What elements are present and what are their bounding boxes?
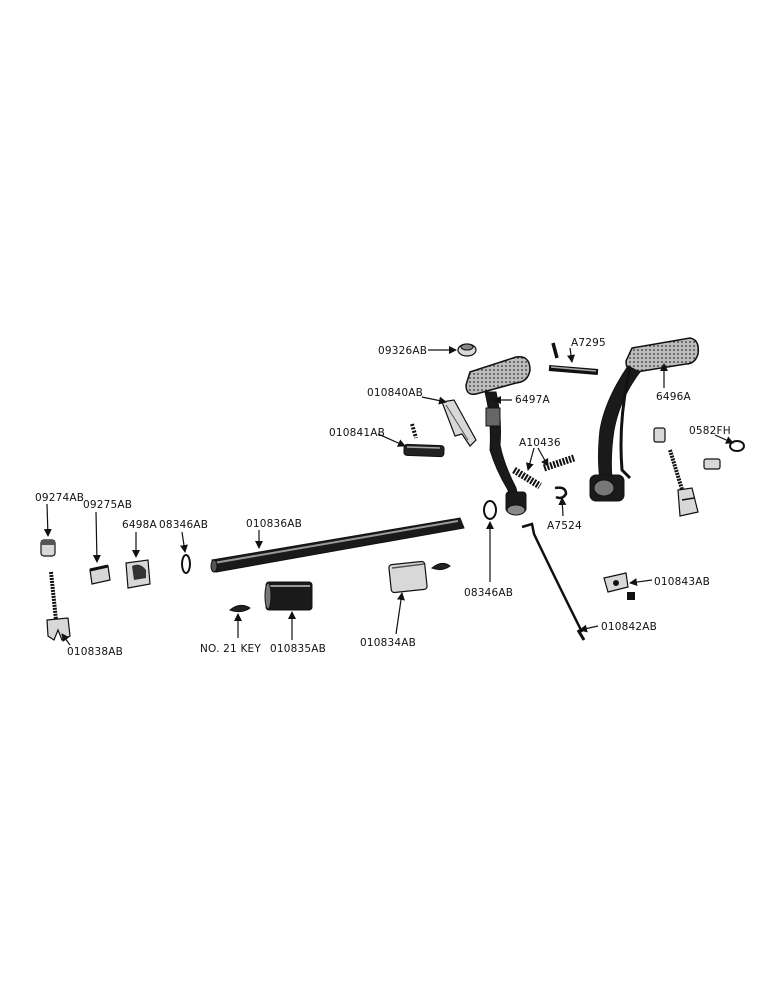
label-6496A: 6496A	[656, 391, 692, 403]
label-6498A: 6498A	[122, 519, 158, 531]
label-A7524: A7524	[547, 520, 582, 532]
part-010841AB	[403, 423, 445, 458]
pointer-010840AB	[421, 396, 447, 405]
pointer-lines	[43, 346, 734, 646]
part-09275AB	[89, 564, 111, 585]
label-0582FH: 0582FH	[689, 425, 731, 437]
part-010840AB	[441, 399, 477, 447]
part-A7524	[554, 486, 568, 500]
pointer-A7295	[567, 347, 575, 363]
label-09275AB: 09275AB	[83, 499, 132, 511]
part-010842AB-rod	[521, 522, 586, 641]
label-010834AB: 010834AB	[360, 637, 416, 649]
pointer-010838AB	[61, 633, 71, 646]
label-no21-key: NO. 21 KEY	[200, 643, 261, 655]
pointer-A10436-a	[525, 447, 535, 471]
label-08346AB-left: 08346AB	[159, 519, 208, 531]
part-no21-key	[228, 604, 251, 613]
pointer-A7524	[558, 497, 567, 517]
label-09326AB: 09326AB	[378, 345, 427, 357]
label-6497A: 6497A	[515, 394, 551, 406]
part-A7295	[548, 342, 599, 375]
pointer-010842AB	[579, 624, 599, 633]
part-key-small	[431, 562, 451, 571]
label-010835AB: 010835AB	[270, 643, 326, 655]
part-labels: 09326AB A7295 010840AB 6497A 6496A 01084…	[35, 337, 731, 658]
part-08346AB-left	[181, 554, 191, 574]
label-09274AB: 09274AB	[35, 492, 84, 504]
part-clevis-rod	[668, 449, 699, 517]
pointer-0582FH	[714, 434, 734, 444]
label-010843AB: 010843AB	[654, 576, 710, 588]
part-010834AB	[388, 560, 428, 594]
label-08346AB-right: 08346AB	[464, 587, 513, 599]
pointer-A10436-b	[537, 447, 549, 467]
label-010836AB: 010836AB	[246, 518, 302, 530]
part-sleeves-6496A	[653, 427, 721, 470]
part-6496A-pedal	[589, 337, 700, 502]
part-6497A-pedal	[465, 356, 531, 516]
part-0582FH	[729, 440, 745, 452]
part-A10436-springs	[512, 454, 576, 489]
part-010838AB	[46, 571, 71, 641]
pointer-08346AB-left	[180, 531, 188, 553]
part-08346AB-right	[483, 500, 497, 520]
pointer-010843AB	[629, 578, 653, 587]
part-6498A	[125, 559, 151, 589]
label-010838AB: 010838AB	[67, 646, 123, 658]
label-A7295: A7295	[571, 337, 606, 349]
part-010835AB	[264, 581, 313, 611]
pointer-010841AB	[377, 433, 406, 447]
label-010841AB: 010841AB	[329, 427, 385, 439]
pointer-09274AB	[43, 503, 52, 537]
label-A10436: A10436	[519, 437, 561, 449]
label-010842AB: 010842AB	[601, 621, 657, 633]
part-09274AB	[40, 539, 56, 557]
pointer-010834AB	[395, 592, 405, 635]
part-09326AB	[457, 343, 477, 357]
label-010840AB: 010840AB	[367, 387, 423, 399]
pointer-09275AB	[92, 511, 101, 563]
part-010836AB-shaft	[210, 517, 465, 573]
part-010843AB	[603, 572, 635, 600]
